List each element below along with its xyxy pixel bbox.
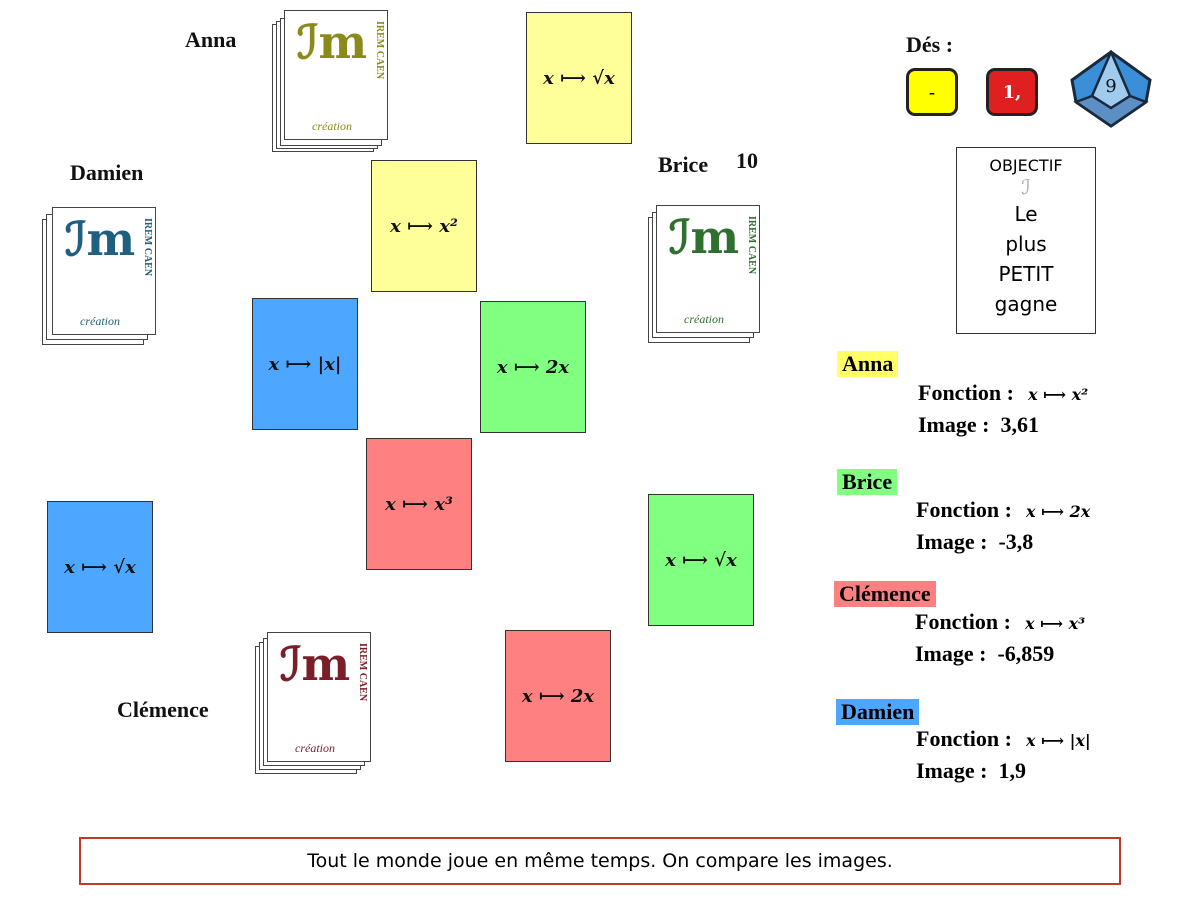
card-blue-abs[interactable]: x ⟼ |x|: [252, 298, 358, 430]
die-red[interactable]: 1,: [986, 68, 1038, 116]
card-red-cube[interactable]: x ⟼ x³: [366, 438, 472, 570]
result-name-clemence: Clémence: [834, 581, 936, 607]
result-name-damien: Damien: [836, 699, 920, 725]
irem-logo-small: ℐ: [1021, 175, 1031, 199]
result-image-anna: 3,61: [1000, 412, 1039, 437]
result-image-brice: -3,8: [998, 529, 1034, 554]
die-d10-icon[interactable]: 9: [1068, 50, 1154, 128]
card-red-double[interactable]: x ⟼ 2x: [505, 630, 611, 762]
card-blue-sqrt[interactable]: x ⟼ √x: [47, 501, 153, 633]
brice-score: 10: [736, 148, 758, 173]
die-yellow[interactable]: -: [906, 68, 958, 116]
result-image-damien: 1,9: [998, 758, 1026, 783]
die-blue-value: 9: [1105, 76, 1116, 97]
card-yellow-sqrt[interactable]: x ⟼ √x: [526, 12, 632, 144]
card-yellow-square[interactable]: x ⟼ x²: [371, 160, 477, 292]
objective-title: OBJECTIF: [989, 156, 1063, 175]
result-image-clemence: -6,859: [997, 641, 1055, 666]
card-green-double[interactable]: x ⟼ 2x: [480, 301, 586, 433]
result-name-brice: Brice: [837, 469, 898, 495]
player-name-clemence: Clémence: [117, 697, 209, 722]
card-green-sqrt[interactable]: x ⟼ √x: [648, 494, 754, 626]
player-name-damien: Damien: [70, 160, 144, 185]
player-name-anna: Anna: [185, 27, 237, 52]
dice-label: Dés :: [906, 32, 954, 57]
result-name-anna: Anna: [837, 351, 899, 377]
player-name-brice: Brice: [658, 152, 709, 177]
footer-message: Tout le monde joue en même temps. On com…: [79, 837, 1121, 885]
